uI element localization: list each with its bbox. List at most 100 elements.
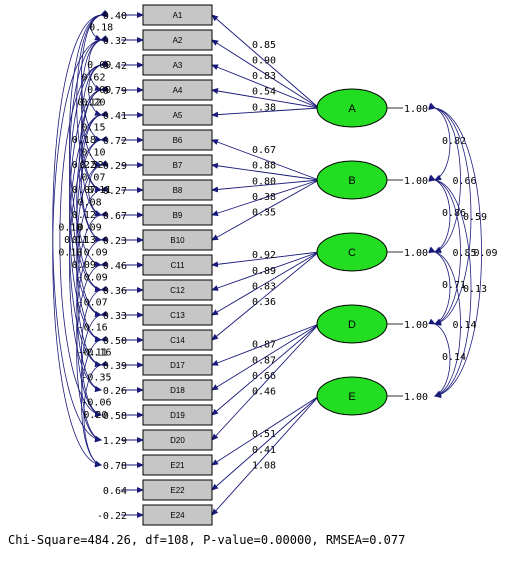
error-covariance-label: -0.09 — [78, 248, 108, 259]
indicator-b9: B90.67 — [103, 204, 213, 226]
factor-correlation-label: 0.09 — [474, 248, 498, 259]
indicator-a1: A1 0.40 — [103, 4, 213, 26]
loading-arrow — [211, 14, 320, 109]
error-covariance-curve — [69, 36, 108, 293]
loading-label: 0.35 — [252, 208, 276, 219]
factor-correlation-curve — [428, 247, 461, 398]
loading-label: 0.89 — [252, 266, 276, 277]
loading-arrow — [211, 395, 320, 491]
loading-label: 0.83 — [252, 71, 276, 82]
error-covariance-curve — [69, 111, 108, 368]
error-variance-label: -0.22 — [97, 511, 127, 522]
error-variance-label: 0.78 — [103, 461, 127, 472]
error-variance-label: 0.72 — [103, 136, 127, 147]
loading-arrow — [211, 39, 320, 109]
loading-label: 0.87 — [252, 355, 276, 366]
loading-label: 0.85 — [252, 40, 276, 51]
error-variance-label: 0.40 — [103, 11, 127, 22]
loading-arrow — [211, 251, 320, 316]
latent-label: B — [348, 175, 355, 187]
error-variance-label: 0.50 — [103, 336, 127, 347]
loading-arrow — [211, 88, 320, 109]
indicator-a5: A5 0.41 — [103, 104, 213, 126]
loading-label: 0.51 — [252, 429, 276, 440]
error-covariance-label: 0.10 — [81, 148, 105, 159]
indicator-label: C13 — [170, 311, 185, 320]
indicator-label: E24 — [170, 511, 185, 520]
error-covariance-label: -0.16 — [78, 323, 108, 334]
error-covariance-curve — [76, 110, 108, 292]
indicator-label: D20 — [170, 436, 185, 445]
error-covariance-curve — [81, 10, 108, 142]
factor-correlation-label: 0.85 — [453, 248, 477, 259]
loading-label: 0.92 — [252, 250, 276, 261]
factor-correlation-curve — [428, 175, 472, 398]
loading-arrow — [211, 139, 320, 181]
error-covariance-label: 0.09 — [78, 223, 102, 234]
error-covariance-curve — [69, 61, 108, 318]
indicator-label: D17 — [170, 361, 185, 370]
factor-correlation-label: 0.82 — [442, 136, 466, 147]
error-covariance-curve — [76, 260, 108, 442]
loading-label: 0.46 — [252, 387, 276, 398]
fit-statistics: Chi-Square=484.26, df=108, P-value=0.000… — [8, 533, 406, 547]
indicator-label: A1 — [173, 11, 183, 20]
indicator-c13: C13 0.33 — [103, 304, 213, 326]
loading-label: 0.80 — [252, 176, 276, 187]
indicator-label: C12 — [170, 286, 185, 295]
indicator-e24: E24 -0.22 — [97, 504, 213, 526]
indicator-label: D18 — [170, 386, 185, 395]
loading-label: 0.88 — [252, 161, 276, 172]
indicator-d18: D18 0.26 — [103, 379, 213, 401]
factor-correlation-curves: 0.820.660.860.590.850.090.710.130.140.14 — [428, 102, 498, 398]
indicator-a4: A40.79 — [103, 79, 213, 101]
error-covariance-labels: 0.180.090.090.620.200.150.100.070.180.22… — [58, 23, 113, 422]
error-covariance-label: 0.12 — [78, 98, 102, 109]
error-covariance-curve — [81, 310, 108, 442]
indicator-label: B6 — [173, 136, 183, 145]
error-covariance-label: 0.15 — [81, 123, 105, 134]
loading-arrow — [211, 251, 320, 291]
loading-arrow — [211, 179, 320, 241]
error-variance-label: 0.67 — [103, 211, 127, 222]
error-variance-label: 0.33 — [103, 311, 127, 322]
error-covariance-label: 0.08 — [78, 198, 102, 209]
loading-arrow — [211, 179, 320, 193]
error-covariance-label: 0.22 — [72, 160, 96, 171]
loading-arrow — [211, 251, 320, 268]
error-variance-label: 0.29 — [103, 161, 127, 172]
error-covariance-curve — [81, 110, 108, 242]
loading-label: 0.67 — [252, 145, 276, 156]
loading-arrow — [211, 251, 320, 341]
error-covariance-curve — [76, 160, 108, 342]
indicator-label: E21 — [170, 461, 185, 470]
indicator-label: A5 — [173, 111, 183, 120]
error-variance-label: 0.41 — [103, 111, 127, 122]
error-covariance-label: 0.11 — [64, 235, 88, 246]
error-variance-label: 0.64 — [103, 486, 127, 497]
indicator-b6: B6 0.72 — [103, 129, 213, 151]
indicator-boxes: A10.40A20.32A30.42A40.79A50.41B60.72B70.… — [97, 4, 213, 526]
indicator-label: D19 — [170, 411, 185, 420]
indicator-b7: B70.29 — [103, 154, 213, 176]
factor-correlation-label: 0.59 — [463, 212, 487, 223]
loading-arrow — [211, 323, 320, 366]
error-variance-label: 0.26 — [103, 386, 127, 397]
indicator-label: A3 — [173, 61, 183, 70]
factor-correlation-curve — [428, 103, 461, 254]
error-covariance-curve — [81, 285, 108, 417]
error-covariance-curve — [76, 135, 108, 317]
error-variance-label: 0.27 — [103, 186, 127, 197]
indicator-label: A2 — [173, 36, 183, 45]
error-covariance-label: 0.07 — [72, 185, 96, 196]
indicator-label: A4 — [173, 86, 183, 95]
loading-arrow — [211, 323, 320, 416]
error-variance-label: 0.42 — [103, 61, 127, 72]
